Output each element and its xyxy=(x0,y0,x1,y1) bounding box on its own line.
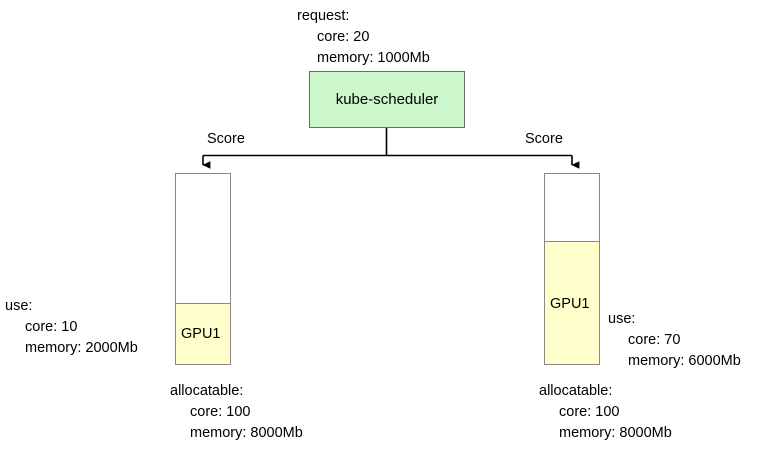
left-gpu-allocatable-spec: allocatable: core: 100 memory: 8000Mb xyxy=(170,381,303,444)
right-gpu-use-spec: use: core: 70 memory: 6000Mb xyxy=(608,309,741,372)
left-use-memory-value: memory: 2000Mb xyxy=(25,340,138,356)
left-allocatable-core-value: core: 100 xyxy=(190,404,251,420)
request-memory-value: memory: 1000Mb xyxy=(317,50,430,66)
left-use-heading: use: xyxy=(5,298,33,314)
right-use-heading: use: xyxy=(608,311,636,327)
edge-label-score-right: Score xyxy=(525,131,563,147)
right-allocatable-heading: allocatable: xyxy=(539,383,613,399)
right-allocatable-memory-value: memory: 8000Mb xyxy=(559,425,672,441)
left-gpu-use-spec: use: core: 10 memory: 2000Mb xyxy=(5,296,138,359)
right-gpu-usage-fill xyxy=(545,240,599,364)
edge-label-score-left: Score xyxy=(207,131,245,147)
right-gpu-allocatable-spec: allocatable: core: 100 memory: 8000Mb xyxy=(539,381,672,444)
left-allocatable-heading: allocatable: xyxy=(170,383,244,399)
right-use-core-value: core: 70 xyxy=(628,332,681,348)
right-gpu-name-label: GPU1 xyxy=(550,296,590,312)
right-allocatable-core-value: core: 100 xyxy=(559,404,620,420)
kube-scheduler-node[interactable]: kube-scheduler xyxy=(309,71,465,128)
left-allocatable-memory-value: memory: 8000Mb xyxy=(190,425,303,441)
request-core-value: core: 20 xyxy=(317,29,370,45)
left-gpu-usage-fill xyxy=(176,303,230,364)
request-heading: request: xyxy=(297,8,350,24)
kube-scheduler-label: kube-scheduler xyxy=(335,91,439,108)
right-use-memory-value: memory: 6000Mb xyxy=(628,353,741,369)
left-gpu-name-label: GPU1 xyxy=(181,326,221,342)
left-gpu-node[interactable]: GPU1 xyxy=(175,173,231,365)
left-use-core-value: core: 10 xyxy=(25,319,78,335)
request-spec: request: core: 20 memory: 1000Mb xyxy=(297,6,430,69)
right-gpu-node[interactable]: GPU1 xyxy=(544,173,600,365)
